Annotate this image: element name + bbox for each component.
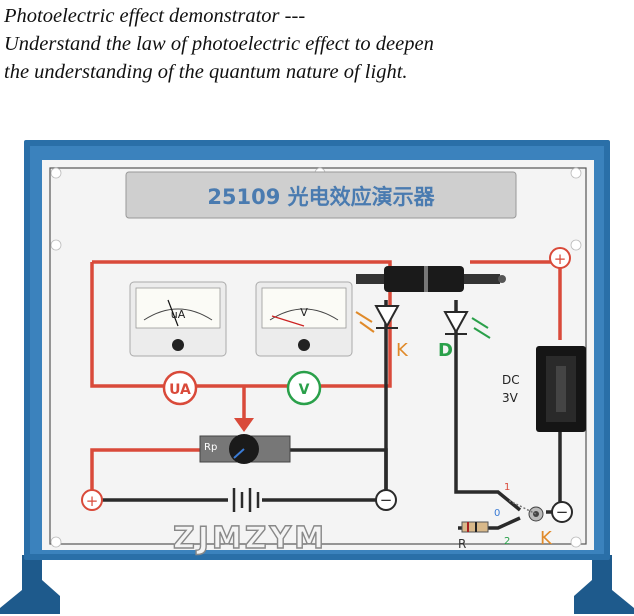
caption-line-2: Understand the law of photoelectric effe… bbox=[4, 33, 434, 55]
selector-switch[interactable] bbox=[507, 499, 544, 522]
label-k-bottom: K bbox=[540, 528, 553, 549]
rp-arrow bbox=[234, 418, 254, 432]
caption: Photoelectric effect demonstrator --- Un… bbox=[4, 2, 630, 86]
voltmeter-dial-label: V bbox=[300, 306, 308, 319]
switch-pos-0: 0 bbox=[494, 508, 500, 519]
resistor-r bbox=[461, 521, 489, 533]
label-r: R bbox=[458, 537, 466, 551]
caption-line-3: the understanding of the quantum nature … bbox=[4, 61, 408, 83]
terminal-plus-top[interactable]: + bbox=[549, 247, 571, 269]
battery-symbol bbox=[232, 488, 260, 512]
terminal-plus-left-label: + bbox=[86, 492, 99, 510]
panel-title: 25109 光电效应演示器 bbox=[207, 185, 435, 209]
battery-box bbox=[536, 346, 586, 432]
terminal-minus-center-label: − bbox=[380, 491, 393, 509]
caption-line-1: Photoelectric effect demonstrator --- bbox=[4, 5, 306, 27]
ua-badge-label: UA bbox=[169, 382, 191, 398]
terminal-plus-top-label: + bbox=[554, 250, 567, 268]
terminal-minus-right-label: − bbox=[556, 503, 569, 521]
voltmeter: V bbox=[255, 281, 353, 357]
rp-potentiometer[interactable]: Rp bbox=[199, 434, 291, 464]
photocell-tube bbox=[356, 266, 506, 292]
terminal-plus-left[interactable]: + bbox=[81, 489, 103, 511]
title-plate bbox=[125, 171, 517, 219]
black-wires bbox=[100, 300, 562, 530]
rp-label: Rp bbox=[204, 442, 217, 453]
terminal-minus-center[interactable]: − bbox=[375, 489, 397, 511]
label-3v: 3V bbox=[502, 391, 519, 405]
v-badge: V bbox=[286, 370, 322, 406]
v-badge-label: V bbox=[299, 382, 310, 398]
diode-k: K bbox=[355, 305, 409, 361]
microammeter-dial-label: uA bbox=[171, 308, 186, 321]
label-d: D bbox=[438, 340, 453, 361]
label-dc: DC bbox=[502, 373, 520, 387]
ua-badge: UA bbox=[162, 370, 198, 406]
diode-d: D bbox=[438, 311, 491, 361]
switch-pos-1: 1 bbox=[504, 482, 510, 493]
switch-pos-2: 2 bbox=[504, 536, 510, 547]
terminal-minus-right[interactable]: − bbox=[551, 501, 573, 523]
stand bbox=[0, 555, 634, 614]
brand-logo: ZJMZYM bbox=[173, 521, 327, 556]
label-k-top: K bbox=[396, 340, 409, 361]
microammeter: uA bbox=[129, 281, 227, 357]
